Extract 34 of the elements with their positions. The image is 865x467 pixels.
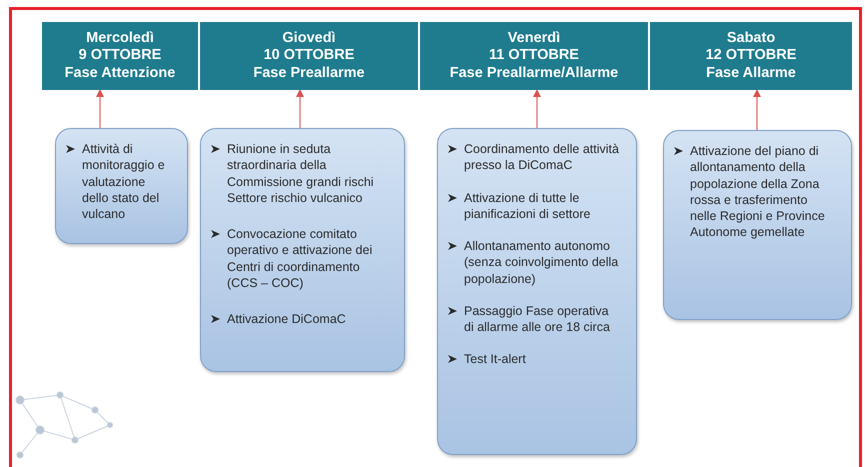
bullet-text: Riunione in seduta straordinaria della Commissione grandi rischi Settore rischio vulcanico bbox=[227, 141, 375, 206]
header-text: Mercoledì bbox=[86, 30, 154, 48]
bullet-text: Allontanamento autonomo (senza coinvolgimento della popolazione) bbox=[464, 238, 620, 287]
day-header bbox=[200, 22, 418, 90]
header-text: 12 OTTOBRE bbox=[706, 47, 796, 65]
activity-box bbox=[663, 130, 852, 320]
day-header bbox=[420, 22, 648, 90]
arrow bbox=[753, 89, 761, 130]
header-text: Venerdì bbox=[508, 30, 560, 48]
arrow bbox=[96, 89, 104, 128]
header-text: Sabato bbox=[726, 30, 776, 48]
header-text: Giovedì bbox=[282, 30, 336, 48]
activity-box bbox=[55, 128, 188, 244]
header-text: 10 OTTOBRE bbox=[264, 47, 354, 65]
header-text: Fase Attenzione bbox=[64, 64, 176, 82]
bullet-text: Attività di monitoraggio e valutazione dello stato del vulcano bbox=[82, 141, 166, 222]
day-header bbox=[42, 22, 198, 90]
day-header bbox=[650, 22, 852, 90]
arrow bbox=[296, 89, 304, 128]
bullet-text: Coordinamento delle attività presso la DiComaC bbox=[464, 141, 620, 174]
bullet-text: Attivazione di tutte le pianificazioni di settore bbox=[464, 190, 592, 222]
activity-box bbox=[437, 128, 637, 455]
bullet-text: Convocazione comitato operativo e attivazione dei Centri di coordinamento (CCS – COC) bbox=[227, 226, 374, 291]
header-text: 9 OTTOBRE bbox=[78, 47, 162, 65]
header-text: 11 OTTOBRE bbox=[489, 47, 579, 65]
bullet-text: Test It-alert bbox=[464, 351, 527, 368]
arrow bbox=[533, 89, 541, 128]
header-text: Fase Preallarme bbox=[253, 64, 365, 82]
header-text: Fase Allarme bbox=[706, 64, 796, 82]
header-text: Fase Preallarme/Allarme bbox=[450, 64, 618, 82]
activity-box bbox=[200, 128, 405, 372]
bullet-text: Attivazione del piano di allontanamento della popolazione della Zona rossa e trasferimento nelle Regioni e Province Autonome gemellate bbox=[690, 143, 826, 240]
bullet-text: Passaggio Fase operativa di allarme alle ore 18 circa bbox=[464, 302, 611, 336]
bullet-text: Attivazione DiComaC bbox=[227, 311, 347, 328]
